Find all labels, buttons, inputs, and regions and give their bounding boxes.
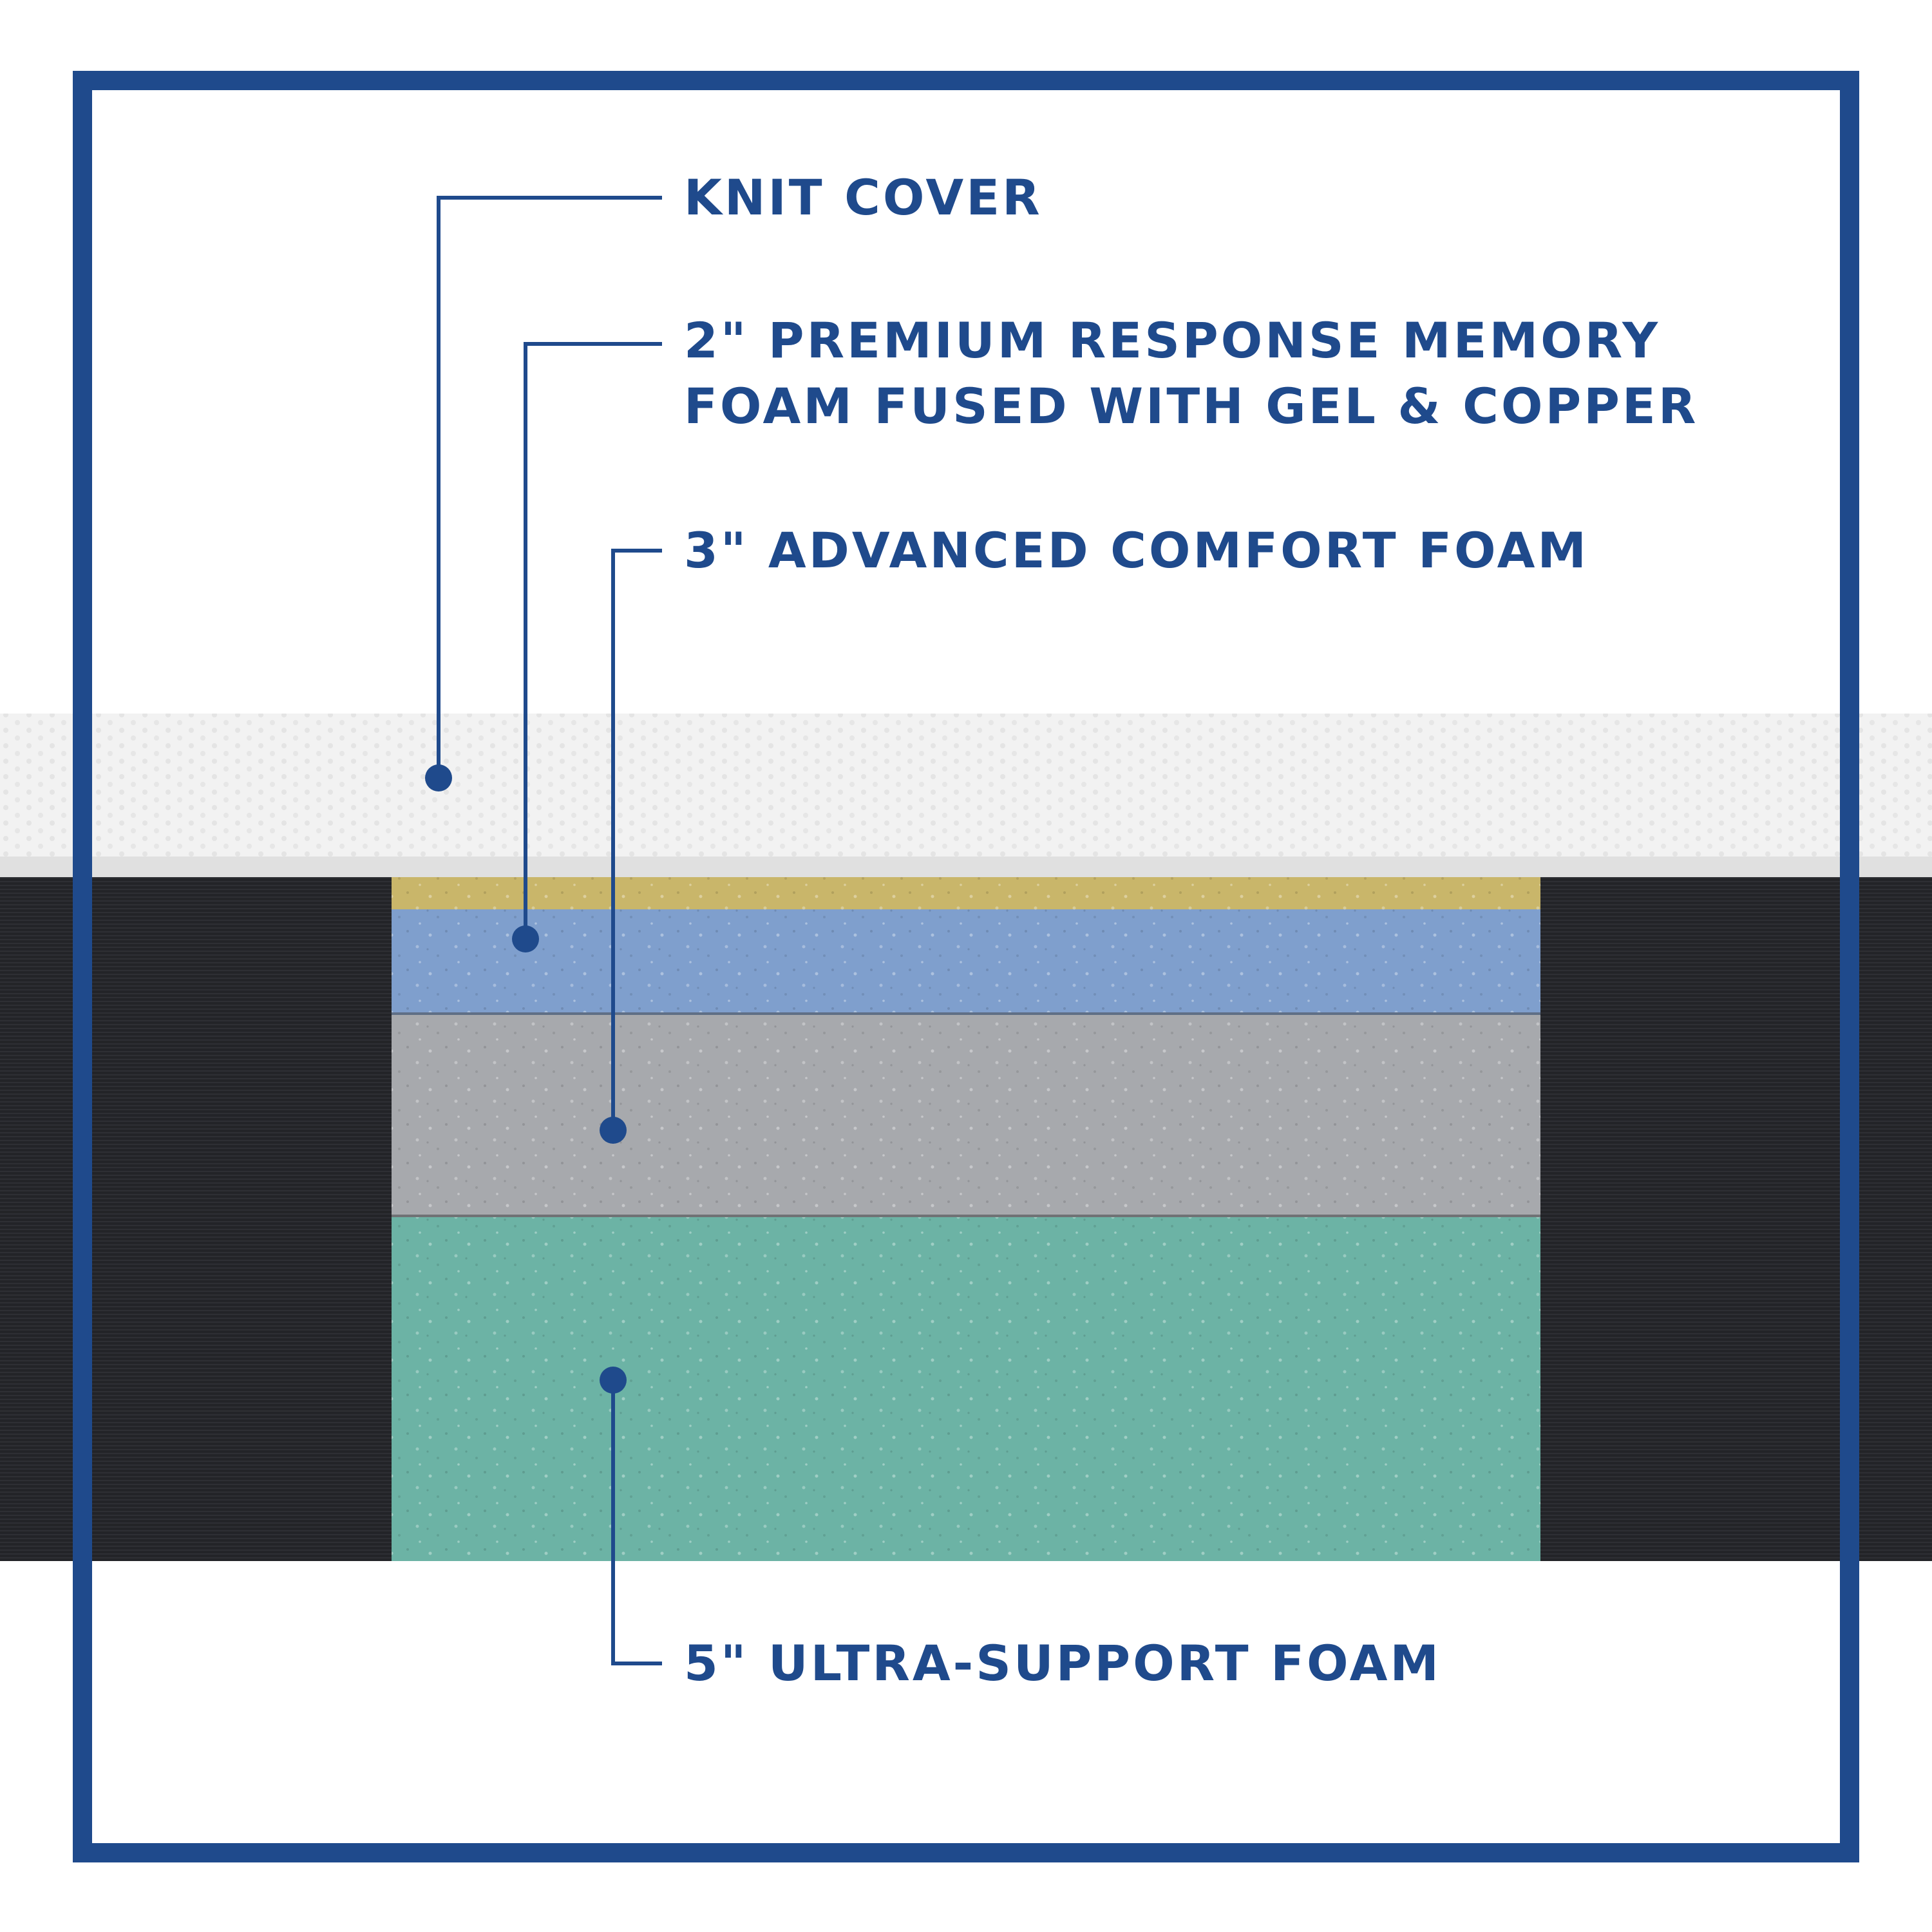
label-line: FOAM FUSED WITH GEL & COPPER — [684, 377, 1699, 435]
callout-line-support-foam — [611, 1380, 662, 1665]
label-line: 2" PREMIUM RESPONSE MEMORY — [684, 312, 1661, 369]
label-line: 5" ULTRA-SUPPORT FOAM — [684, 1634, 1442, 1692]
knit-cover-layer — [0, 714, 1932, 877]
label-memory-foam: 2" PREMIUM RESPONSE MEMORY FOAM FUSED WI… — [684, 308, 1698, 439]
callout-line-knit-cover — [437, 196, 662, 778]
callout-dot-knit-cover — [425, 764, 452, 791]
side-fabric-left — [0, 877, 392, 1561]
callout-line-comfort-foam — [611, 549, 662, 1130]
frame-border — [73, 71, 1859, 1862]
label-comfort-foam: 3" ADVANCED COMFORT FOAM — [684, 518, 1589, 583]
label-support-foam: 5" ULTRA-SUPPORT FOAM — [684, 1631, 1441, 1696]
callout-dot-support-foam — [600, 1367, 627, 1394]
label-line: KNIT COVER — [684, 169, 1043, 226]
side-fabric-right — [1540, 877, 1932, 1561]
callout-line-memory-foam — [524, 342, 662, 939]
label-knit-cover: KNIT COVER — [684, 165, 1043, 231]
label-line: 3" ADVANCED COMFORT FOAM — [684, 522, 1589, 579]
callout-dot-comfort-foam — [600, 1117, 627, 1144]
callout-dot-memory-foam — [512, 925, 539, 952]
